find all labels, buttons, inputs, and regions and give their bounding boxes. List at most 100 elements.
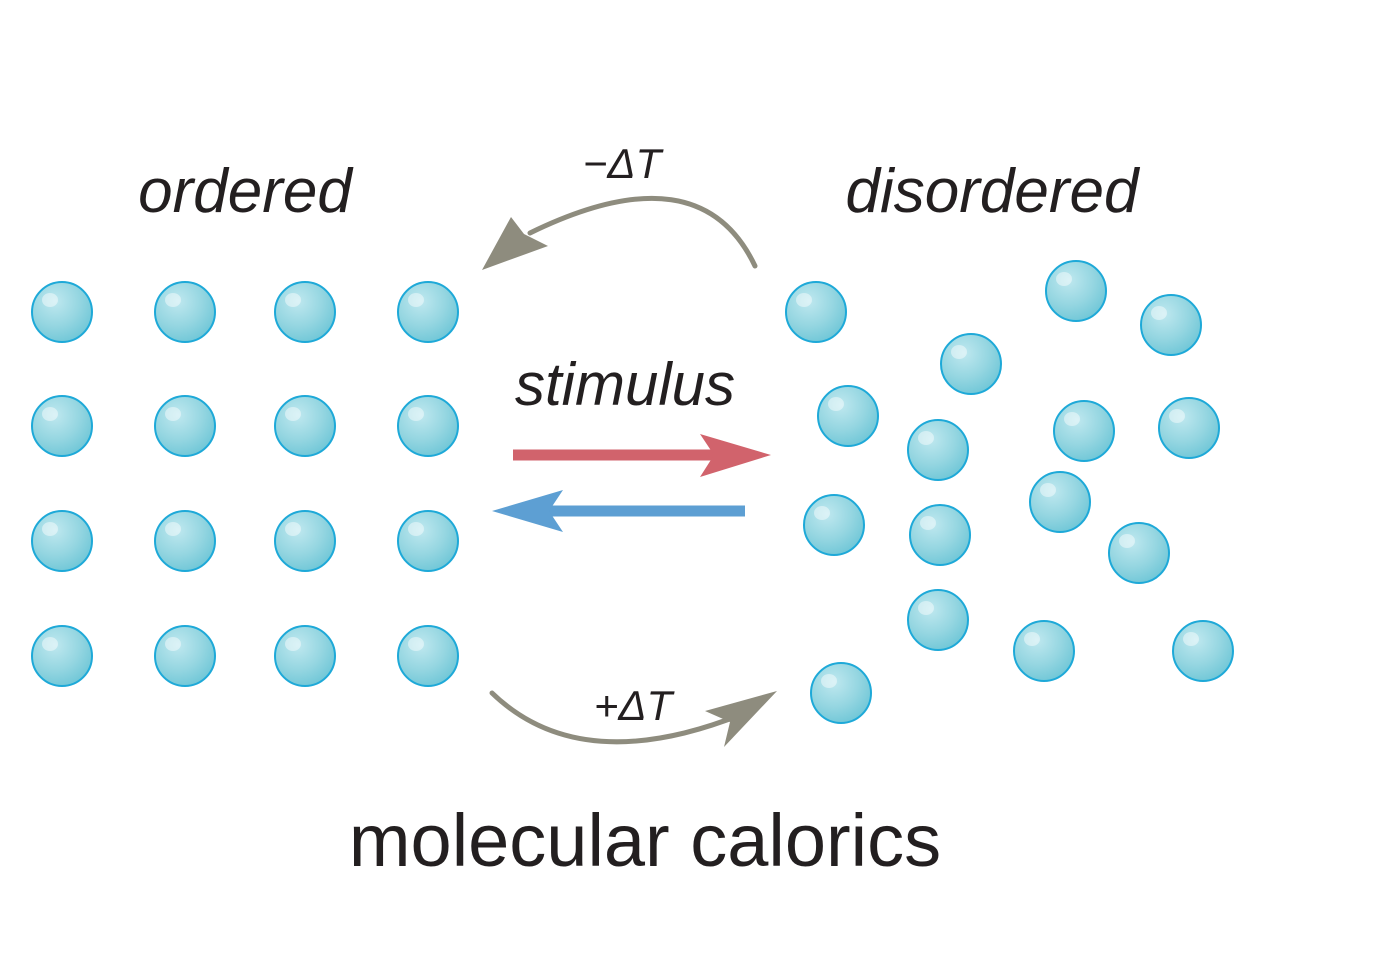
molecule-body xyxy=(154,510,216,572)
ordered-molecule xyxy=(154,510,216,572)
molecule-highlight xyxy=(42,407,58,421)
ordered-molecule xyxy=(274,510,336,572)
molecule-body xyxy=(907,419,969,481)
molecule-body xyxy=(154,281,216,343)
molecule-highlight xyxy=(1183,632,1199,646)
molecule-body xyxy=(1013,620,1075,682)
diagram-title: molecular calorics xyxy=(349,799,941,882)
ordered-molecule xyxy=(31,281,93,343)
reverse-arrow xyxy=(492,490,745,532)
molecule-highlight xyxy=(951,345,967,359)
molecule-body xyxy=(1158,397,1220,459)
ordered-molecule xyxy=(274,395,336,457)
heating-arc xyxy=(489,690,743,745)
molecule-body xyxy=(154,625,216,687)
disordered-molecule xyxy=(1053,400,1115,462)
molecule-body xyxy=(397,395,459,457)
molecule-highlight xyxy=(814,506,830,520)
molecule-highlight xyxy=(1040,483,1056,497)
cooling-arc xyxy=(527,195,758,269)
molecule-highlight xyxy=(828,397,844,411)
molecule-body xyxy=(785,281,847,343)
ordered-molecule xyxy=(397,625,459,687)
molecule-highlight xyxy=(285,407,301,421)
heating-arrowhead xyxy=(705,691,777,747)
molecule-body xyxy=(1029,471,1091,533)
ordered-molecule xyxy=(397,510,459,572)
ordered-molecule xyxy=(397,281,459,343)
molecule-body xyxy=(274,510,336,572)
molecule-body xyxy=(1172,620,1234,682)
molecule-body xyxy=(274,395,336,457)
molecule-body xyxy=(397,510,459,572)
molecule-highlight xyxy=(165,407,181,421)
cooling-arrow xyxy=(482,195,758,270)
ordered-molecule xyxy=(31,625,93,687)
molecule-highlight xyxy=(285,637,301,651)
molecule-body xyxy=(817,385,879,447)
molecule-body xyxy=(274,281,336,343)
ordered-molecule xyxy=(274,281,336,343)
molecule-highlight xyxy=(42,293,58,307)
disordered-molecule xyxy=(1108,522,1170,584)
ordered-label: ordered xyxy=(138,157,354,226)
molecule-highlight xyxy=(408,293,424,307)
stimulus-label: stimulus xyxy=(515,351,735,418)
molecule-body xyxy=(803,494,865,556)
disordered-molecule xyxy=(1013,620,1075,682)
reverse-arrowhead xyxy=(492,490,563,532)
molecule-body xyxy=(397,625,459,687)
disordered-molecules xyxy=(785,260,1234,724)
molecule-highlight xyxy=(1024,632,1040,646)
ordered-molecule xyxy=(397,395,459,457)
molecule-highlight xyxy=(408,522,424,536)
disordered-molecule xyxy=(1172,620,1234,682)
molecule-body xyxy=(810,662,872,724)
molecule-highlight xyxy=(165,293,181,307)
disordered-molecule xyxy=(810,662,872,724)
molecule-body xyxy=(274,625,336,687)
ordered-molecule xyxy=(274,625,336,687)
disordered-molecule xyxy=(1158,397,1220,459)
molecule-highlight xyxy=(165,637,181,651)
minus-delta-t-label: −ΔT xyxy=(583,140,665,187)
molecule-highlight xyxy=(1151,306,1167,320)
disordered-molecule xyxy=(1140,294,1202,356)
disordered-molecule xyxy=(1029,471,1091,533)
molecule-highlight xyxy=(1064,412,1080,426)
disordered-molecule xyxy=(907,589,969,651)
ordered-lattice xyxy=(31,281,459,687)
molecule-body xyxy=(154,395,216,457)
molecule-highlight xyxy=(1119,534,1135,548)
molecule-highlight xyxy=(1169,409,1185,423)
plus-delta-t-label: +ΔT xyxy=(594,682,676,729)
disordered-molecule xyxy=(803,494,865,556)
molecule-highlight xyxy=(285,293,301,307)
molecule-body xyxy=(907,589,969,651)
molecule-highlight xyxy=(918,601,934,615)
molecule-body xyxy=(1045,260,1107,322)
molecule-body xyxy=(1140,294,1202,356)
forward-arrowhead xyxy=(700,434,771,477)
molecule-highlight xyxy=(42,522,58,536)
molecule-highlight xyxy=(408,407,424,421)
ordered-molecule xyxy=(31,510,93,572)
forward-arrow xyxy=(513,434,771,477)
molecule-highlight xyxy=(920,516,936,530)
molecule-body xyxy=(1053,400,1115,462)
molecule-body xyxy=(1108,522,1170,584)
cooling-arrowhead xyxy=(482,217,548,270)
heating-arrow xyxy=(489,690,777,747)
molecule-highlight xyxy=(165,522,181,536)
molecule-highlight xyxy=(285,522,301,536)
disordered-molecule xyxy=(909,504,971,566)
disordered-molecule xyxy=(1045,260,1107,322)
disordered-molecule xyxy=(817,385,879,447)
molecule-highlight xyxy=(408,637,424,651)
molecule-highlight xyxy=(821,674,837,688)
molecule-body xyxy=(31,625,93,687)
molecule-highlight xyxy=(1056,272,1072,286)
ordered-molecule xyxy=(154,395,216,457)
